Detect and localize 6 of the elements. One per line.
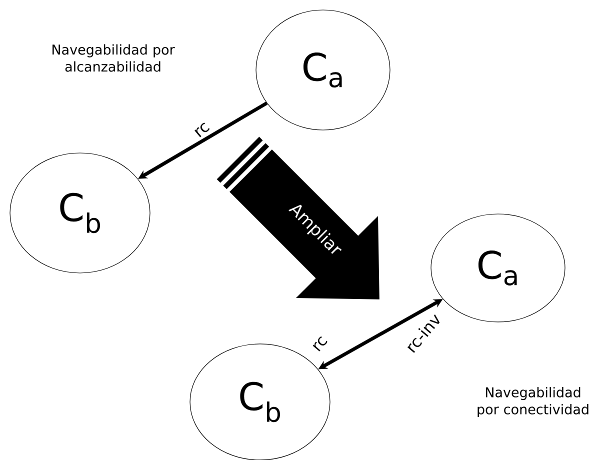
ellipse-node: C$_{b}$ bbox=[10, 152, 150, 274]
heading: Navegabilidad por conectividad bbox=[478, 386, 588, 418]
heading: Navegabilidad por alcanzabilidad bbox=[52, 44, 175, 72]
line-end-label: rc bbox=[312, 336, 328, 352]
ellipse-node: C$_{a}$ bbox=[256, 10, 390, 130]
edge-label: rc bbox=[194, 122, 210, 138]
